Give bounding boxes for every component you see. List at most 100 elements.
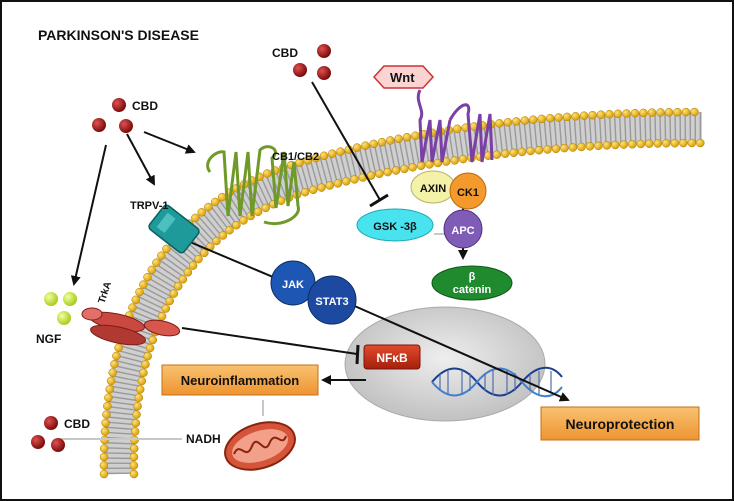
lipid-head xyxy=(492,150,502,159)
lipid-head xyxy=(411,131,420,140)
lipid-head xyxy=(636,139,646,149)
lipid-head xyxy=(543,145,552,154)
neuroinflammation-box xyxy=(161,364,319,396)
trpv1-label: TRPV-1 xyxy=(130,200,169,212)
lipid-head xyxy=(210,197,220,207)
lipid-head xyxy=(197,208,206,217)
lipid-head xyxy=(391,166,401,175)
lipid-head xyxy=(188,261,198,270)
lipid-head xyxy=(129,444,139,453)
lipid-head xyxy=(433,158,443,168)
lipid-head xyxy=(130,427,140,436)
lipid-head xyxy=(99,444,109,453)
lipid-head xyxy=(311,153,321,163)
lipid-head xyxy=(509,148,518,158)
lipid-head xyxy=(317,183,326,192)
lipid-head xyxy=(132,410,141,419)
lipid-head xyxy=(135,287,144,297)
lipid-head xyxy=(596,110,606,119)
lipid-head xyxy=(114,343,123,353)
lipid-head xyxy=(204,202,213,212)
beta-label: β xyxy=(469,271,476,283)
lipid-head xyxy=(112,351,121,361)
lipid-head xyxy=(105,385,114,394)
lipid-head xyxy=(568,143,578,152)
lipid-head xyxy=(333,179,343,188)
lipid-head xyxy=(679,138,688,148)
nfkb-inhibition-bar xyxy=(355,344,360,365)
nfkb-box xyxy=(363,344,421,370)
trka-receptor xyxy=(81,307,181,346)
lipid-head xyxy=(662,139,671,148)
lipid-head xyxy=(106,376,116,386)
lipid-head xyxy=(239,216,248,225)
lipid-head xyxy=(217,192,227,202)
lipid-head xyxy=(366,171,376,180)
lipid-head xyxy=(162,244,171,254)
wnt-receptor xyxy=(416,89,494,163)
lipid-head xyxy=(425,160,434,169)
ngf-molecule xyxy=(44,292,77,325)
lipid-head xyxy=(416,161,426,171)
lipid-head xyxy=(377,137,387,147)
lipid-head xyxy=(588,110,597,120)
lipid-head xyxy=(458,154,468,164)
lipid-head xyxy=(147,265,157,275)
lipid-head xyxy=(100,427,110,436)
lipid-head xyxy=(352,143,362,152)
wnt-ligand xyxy=(372,65,435,89)
lipid-head xyxy=(594,141,603,151)
axin-label: AXIN xyxy=(420,183,446,195)
cbd-cb1cb2-arrow xyxy=(143,131,196,154)
lipid-head xyxy=(528,115,538,124)
lipid-head xyxy=(325,181,334,190)
gsk3b-label: GSK -3β xyxy=(373,221,417,233)
lipid-head xyxy=(129,461,139,470)
lipid-head xyxy=(512,117,521,126)
lipid-head xyxy=(517,147,527,157)
lipid-head xyxy=(102,410,111,419)
lipid-heads xyxy=(99,107,705,479)
ck1-node xyxy=(449,172,487,210)
wnt-label: Wnt xyxy=(390,70,415,85)
lipid-head xyxy=(191,213,200,223)
lipid-head xyxy=(135,385,145,394)
lipid-head xyxy=(99,452,109,462)
lipid-head xyxy=(148,335,158,345)
lipid-head xyxy=(503,118,513,127)
trka-label: TrkA xyxy=(97,280,114,305)
mitochondrion-icon xyxy=(224,421,296,471)
lipid-head xyxy=(253,207,263,217)
lipid-head xyxy=(137,376,147,386)
lipid-head xyxy=(128,303,137,312)
lipid-head xyxy=(394,134,403,144)
lipid-head xyxy=(361,141,370,150)
lipid-head xyxy=(622,109,631,118)
lipid-head xyxy=(602,141,612,150)
cbd-bottom-label: CBD xyxy=(64,417,90,431)
lipid-head xyxy=(639,108,648,118)
lipid-head xyxy=(263,169,272,178)
lipid-head xyxy=(630,108,640,118)
lipid-head xyxy=(673,107,682,117)
trka-nfkb-inhibition-line xyxy=(181,327,358,355)
lipid-head xyxy=(400,164,409,174)
lipid-head xyxy=(336,147,345,156)
ngf-label: NGF xyxy=(36,332,61,346)
lipid-head xyxy=(571,112,580,121)
gsk3b-inhibition-bar xyxy=(369,193,389,208)
catenin-label: catenin xyxy=(453,284,492,296)
cbd-trka-arrow xyxy=(70,144,107,286)
lipid-head xyxy=(131,418,141,428)
stat3-neuroprotection-arrow xyxy=(349,303,570,402)
apc-node xyxy=(443,209,483,249)
lipid-head xyxy=(139,280,148,289)
cell-membrane xyxy=(99,107,705,479)
lipid-head xyxy=(157,312,167,321)
cb1-cb2-label: CB1/CB2 xyxy=(272,151,319,163)
lipid-head xyxy=(386,136,395,145)
lipid-head xyxy=(628,140,637,149)
lipid-head xyxy=(647,108,657,117)
